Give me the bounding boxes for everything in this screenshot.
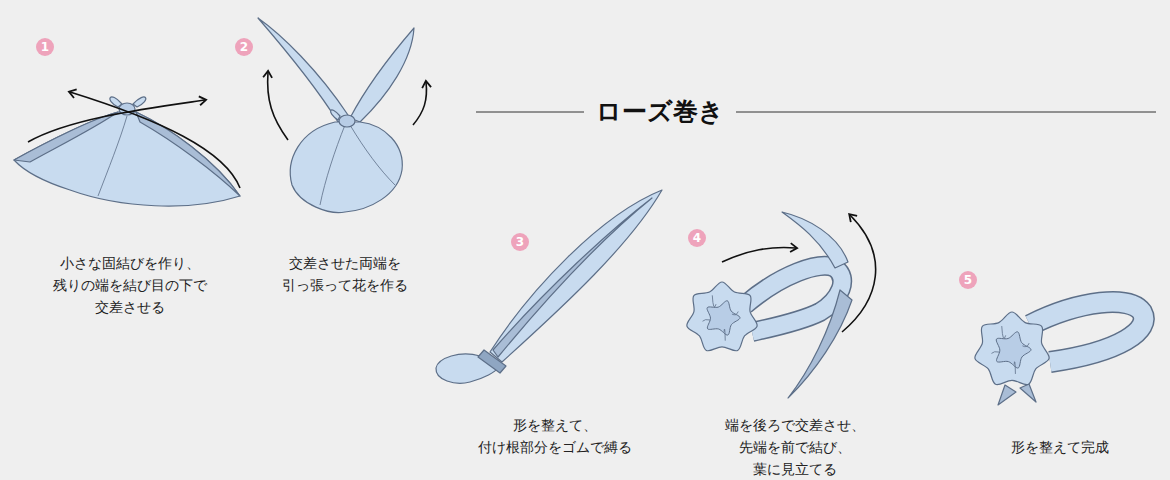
drawing-stroke [745, 266, 842, 332]
rose-center [996, 332, 1031, 368]
drawing-stroke [722, 248, 796, 262]
rose-petals [975, 312, 1049, 385]
drawing-stroke [493, 198, 652, 357]
petal-fold [1022, 343, 1029, 347]
drawing-stroke [133, 97, 146, 107]
step3-twist [436, 190, 662, 383]
drawing-stroke [28, 100, 205, 142]
petal-fold [724, 329, 725, 341]
drawing-stroke [290, 122, 402, 213]
drawing-stroke [331, 110, 340, 120]
petal-fold [1002, 326, 1006, 338]
drawing-stroke [782, 212, 848, 268]
rose-petals [687, 282, 757, 351]
drawing-stroke [14, 112, 118, 162]
drawing-stroke [490, 190, 662, 362]
step-number-text: 5 [964, 274, 972, 286]
petal-fold [991, 352, 999, 354]
title-rule [476, 112, 1156, 113]
petal-fold [712, 295, 716, 307]
step-number: 1 [36, 38, 54, 56]
drawing-stroke [476, 112, 1156, 113]
drawing-stroke [413, 82, 426, 125]
drawing-stroke [975, 312, 1049, 385]
rose-center [707, 301, 740, 335]
step-number: 2 [235, 38, 253, 56]
drawing-stroke [745, 266, 842, 332]
drawing-stroke [1020, 384, 1036, 402]
drawing-stroke [350, 28, 414, 122]
drawing-stroke [268, 72, 288, 140]
drawing-stroke [136, 112, 240, 196]
drawing-stroke [70, 92, 240, 188]
drawing-stroke [339, 115, 355, 127]
drawing-stroke [788, 290, 852, 398]
drawing-stroke [478, 350, 506, 373]
step2-bundle [258, 18, 426, 213]
step-number: 5 [959, 271, 977, 289]
drawing-stroke [98, 116, 127, 196]
petal-fold [703, 320, 711, 322]
step-number-text: 4 [693, 232, 701, 244]
step-number-text: 3 [516, 236, 524, 248]
step4-knot [687, 212, 876, 398]
drawing-stroke [687, 282, 757, 351]
title: ローズ巻き [584, 95, 736, 129]
step-number-text: 2 [240, 41, 248, 53]
step-number-text: 1 [41, 41, 49, 53]
drawing-stroke [14, 112, 240, 206]
step-caption: 形を整えて、 付け根部分をゴムで縛る [478, 414, 632, 458]
petal-fold [732, 312, 738, 315]
step5-rose [975, 302, 1144, 405]
step-caption: 小さな固結びを作り、 残りの端を結び目の下で 交差させる [53, 252, 207, 318]
drawing-stroke [320, 125, 345, 205]
step-number: 3 [511, 233, 529, 251]
step-caption: 形を整えて完成 [1011, 436, 1109, 458]
drawing-stroke [842, 215, 876, 332]
step-caption: 交差させた両端を 引っ張って花を作る [282, 252, 408, 296]
step-number: 4 [688, 229, 706, 247]
drawing-stroke [350, 125, 395, 185]
step-caption: 端を後ろで交差させ、 先端を前で結び、葉に見立てる [725, 414, 865, 480]
petal-fold [1014, 362, 1015, 374]
step1-bundle [14, 92, 240, 206]
drawing-stroke [998, 385, 1016, 405]
